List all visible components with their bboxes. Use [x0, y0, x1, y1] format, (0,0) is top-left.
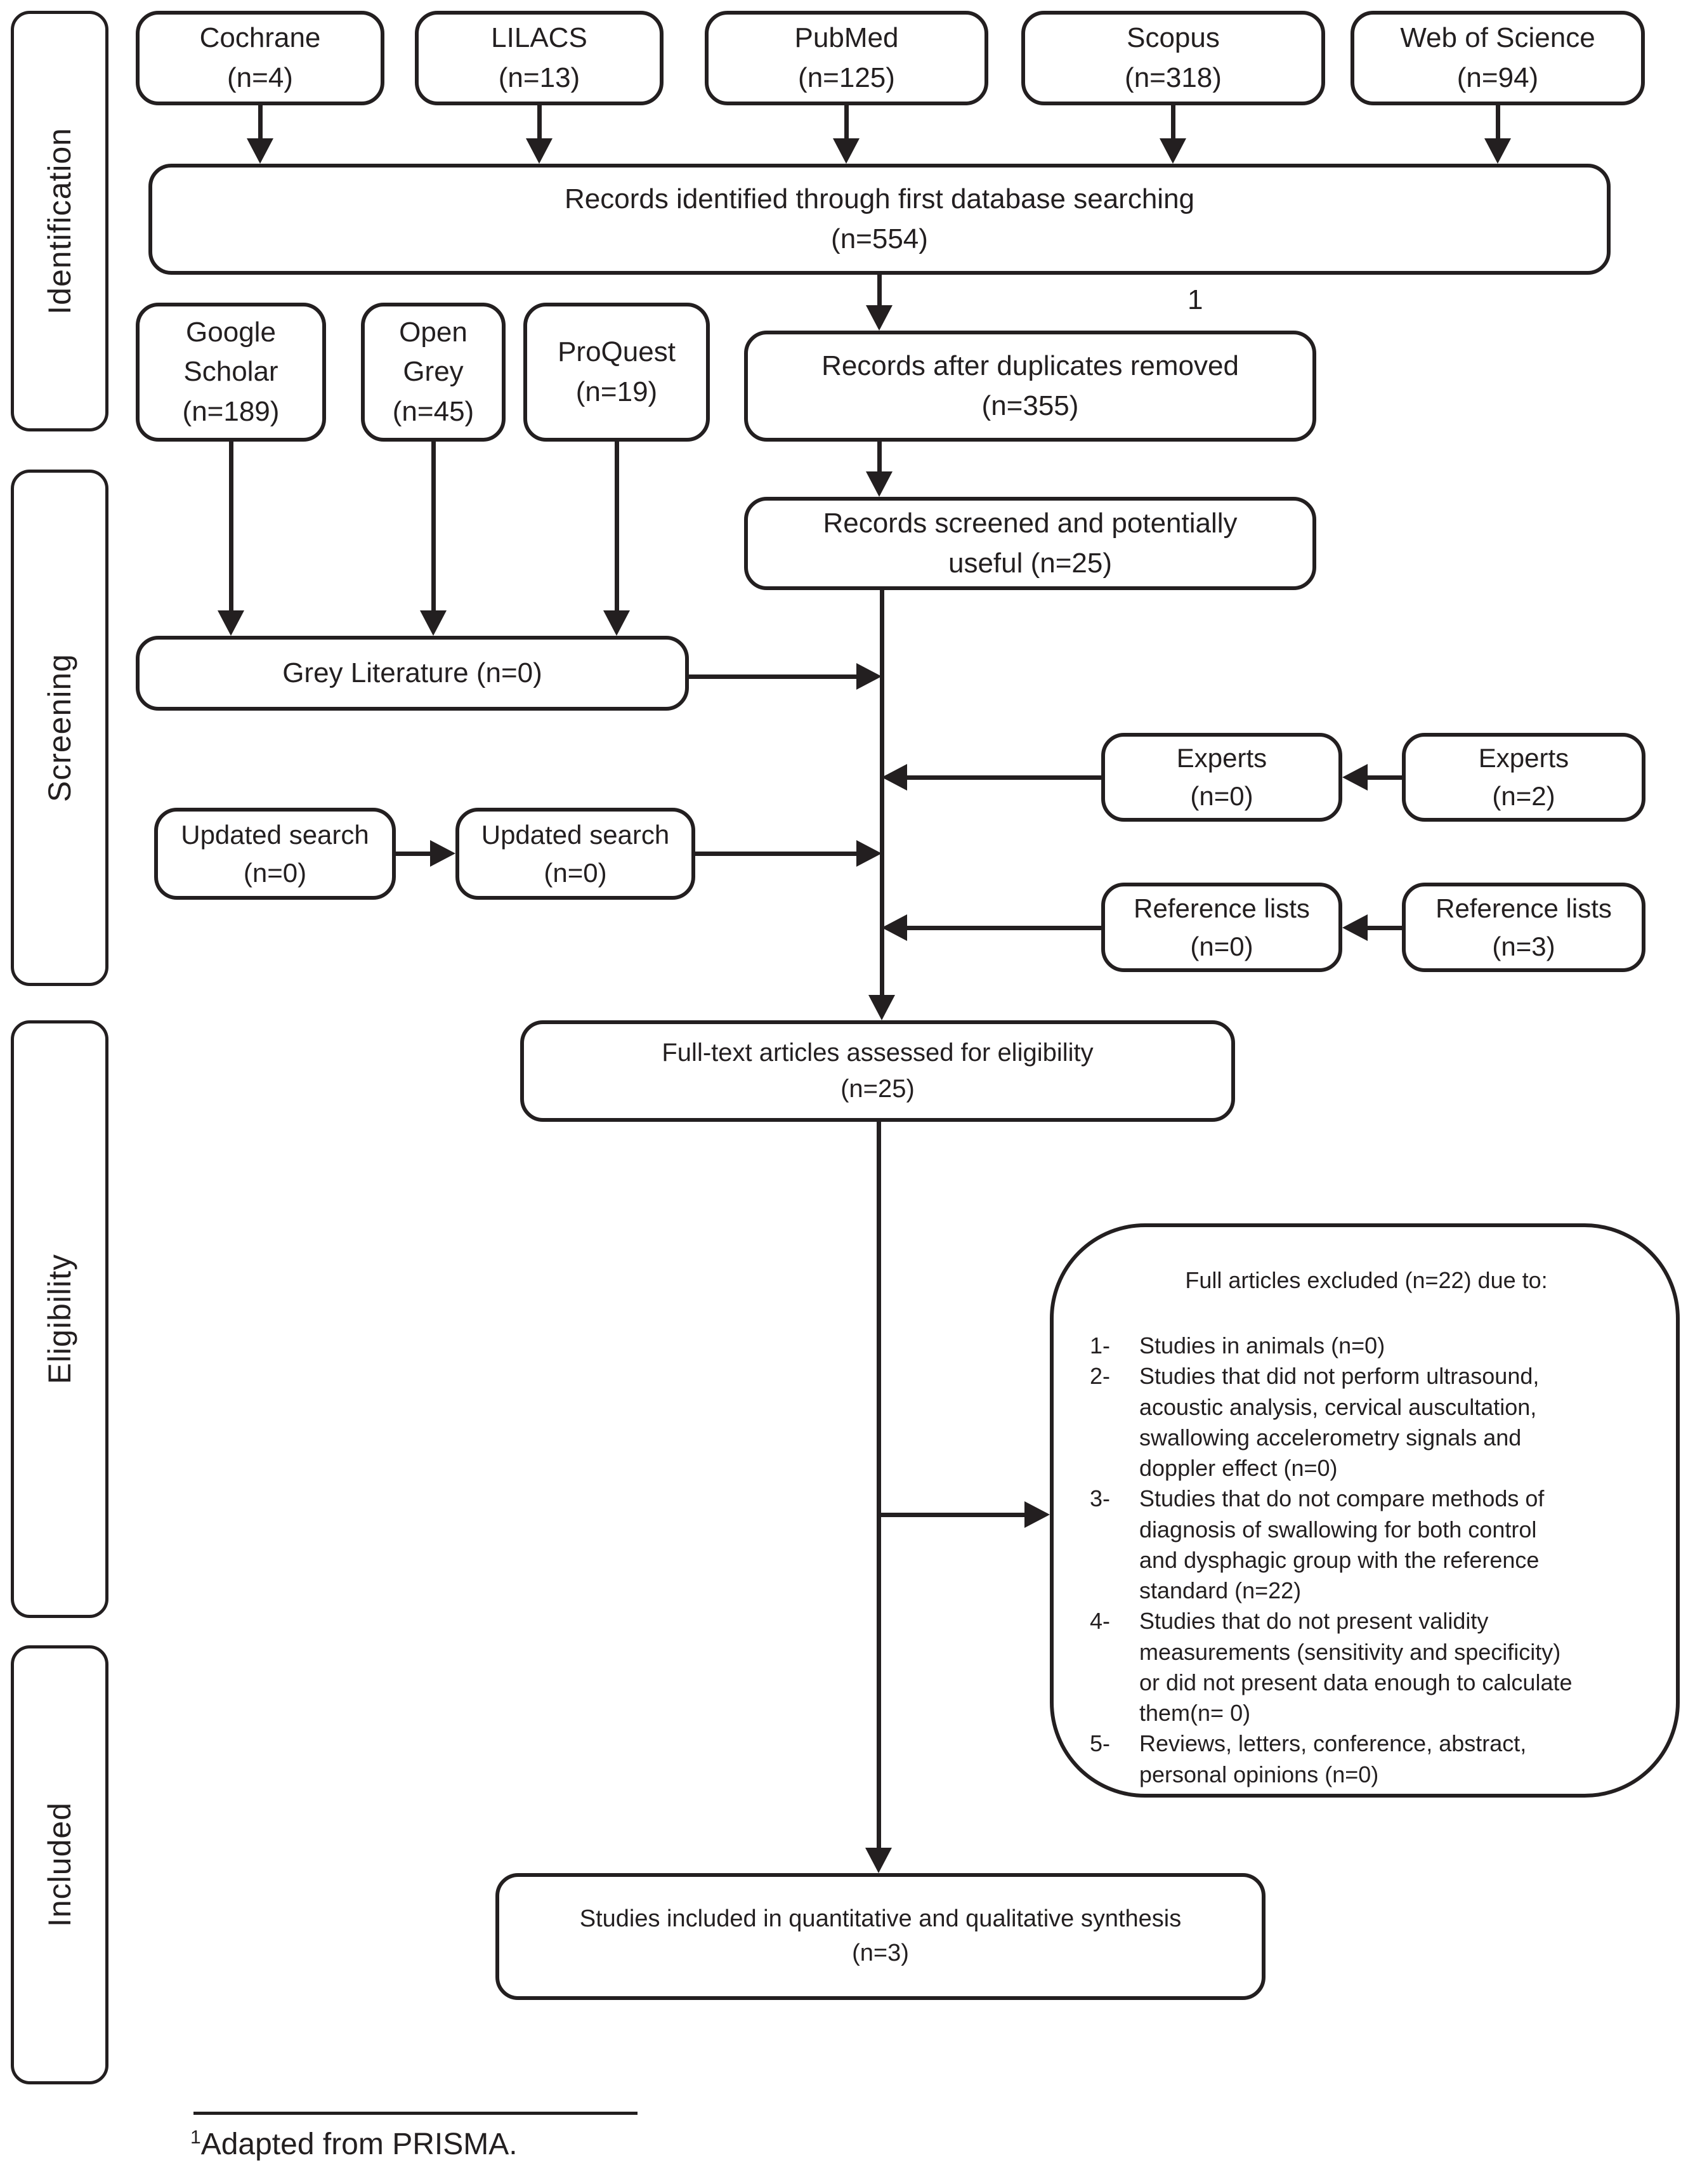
box-grey-literature: Grey Literature (n=0) [136, 636, 689, 711]
arrow-proquest-to-greylit [615, 442, 619, 613]
excluded-item-1-text: Studies in animals (n=0) [1139, 1332, 1385, 1359]
excluded-item-1: 1- Studies in animals (n=0) [1082, 1331, 1651, 1361]
arrow-duplicates-to-screened [877, 442, 882, 474]
arrowhead-reflists-outer-to-inner [1342, 914, 1368, 941]
arrow-scopus-to-identified [1171, 105, 1175, 142]
arrowhead-cochrane-to-identified [247, 138, 273, 164]
excluded-item-3: 3- Studies that do not compare methods o… [1082, 1483, 1651, 1606]
stage-eligibility: Eligibility [11, 1020, 108, 1618]
arrowhead-google-scholar-to-greylit [218, 610, 244, 636]
box-fulltext-assessed: Full-text articles assessed for eligibil… [520, 1020, 1235, 1122]
duplicates-superscript: 1 [1187, 284, 1203, 315]
excluded-item-4: 4- Studies that do not present validity … [1082, 1606, 1651, 1728]
box-records-identified: Records identified through first databas… [148, 164, 1611, 275]
arrowhead-greylit-to-spine [856, 663, 882, 690]
excluded-item-5-text: Reviews, letters, conference, abstract, … [1139, 1730, 1527, 1787]
arrowhead-open-grey-to-greylit [420, 610, 447, 636]
arrow-updated-left-to-right [396, 852, 430, 856]
excluded-item-5: 5- Reviews, letters, conference, abstrac… [1082, 1728, 1651, 1789]
box-cochrane: Cochrane (n=4) [136, 11, 384, 105]
box-updated-search-right: Updated search (n=0) [455, 808, 695, 900]
excluded-item-1-number: 1- [1090, 1332, 1111, 1359]
arrowhead-lilacs-to-identified [526, 138, 553, 164]
box-google-scholar: Google Scholar (n=189) [136, 303, 326, 442]
spine-fulltext-to-included [877, 1122, 881, 1850]
stage-included: Included [11, 1645, 108, 2084]
arrow-open-grey-to-greylit [431, 442, 436, 613]
excluded-item-4-text: Studies that do not present validity mea… [1139, 1608, 1573, 1727]
arrow-updated-to-spine [695, 852, 856, 856]
arrowhead-proquest-to-greylit [603, 610, 630, 636]
arrow-cochrane-to-identified [258, 105, 263, 142]
excluded-item-2-number: 2- [1090, 1363, 1111, 1390]
box-experts-inner: Experts (n=0) [1101, 733, 1342, 822]
stage-included-label: Included [42, 1802, 77, 1928]
stage-screening: Screening [11, 470, 108, 986]
box-experts-outer: Experts (n=2) [1402, 733, 1645, 822]
excluded-item-4-number: 4- [1090, 1608, 1111, 1635]
box-pubmed: PubMed (n=125) [705, 11, 988, 105]
arrowhead-branch-to-excluded [1024, 1501, 1050, 1528]
arrowhead-spine-to-fulltext [868, 995, 895, 1020]
arrow-reflists-outer-to-inner [1368, 926, 1402, 930]
arrow-wos-to-identified [1496, 105, 1500, 142]
box-duplicates-removed: Records after duplicates removed (n=355) [744, 331, 1316, 442]
arrow-experts-to-spine [907, 775, 1101, 780]
arrowhead-reflists-to-spine [882, 914, 907, 941]
excluded-item-3-number: 3- [1090, 1485, 1111, 1512]
stage-screening-label: Screening [42, 653, 77, 803]
excluded-title: Full articles excluded (n=22) due to: [1185, 1267, 1548, 1293]
arrow-identified-to-duplicates [877, 275, 882, 308]
footnote: 1Adapted from PRISMA. [190, 2127, 518, 2162]
footnote-rule [193, 2112, 638, 2115]
arrowhead-experts-outer-to-inner [1342, 764, 1368, 791]
box-lilacs: LILACS (n=13) [415, 11, 664, 105]
arrowhead-spine-to-included [865, 1848, 892, 1873]
box-proquest: ProQuest (n=19) [523, 303, 710, 442]
box-reference-lists-inner: Reference lists (n=0) [1101, 883, 1342, 972]
arrowhead-identified-to-duplicates [866, 305, 893, 331]
box-studies-included: Studies included in quantitative and qua… [495, 1873, 1266, 2000]
arrow-lilacs-to-identified [537, 105, 542, 142]
footnote-superscript: 1 [190, 2127, 201, 2148]
box-web-of-science: Web of Science (n=94) [1351, 11, 1645, 105]
excluded-item-2: 2- Studies that did not perform ultrasou… [1082, 1361, 1651, 1483]
arrowhead-wos-to-identified [1484, 138, 1511, 164]
arrow-pubmed-to-identified [844, 105, 849, 142]
arrowhead-updated-left-to-right [430, 840, 455, 867]
arrow-reflists-to-spine [907, 926, 1101, 930]
arrow-experts-outer-to-inner [1368, 775, 1402, 780]
box-scopus: Scopus (n=318) [1021, 11, 1325, 105]
arrow-google-scholar-to-greylit [229, 442, 233, 613]
arrowhead-experts-to-spine [882, 764, 907, 791]
stage-identification: Identification [11, 11, 108, 431]
arrow-branch-to-excluded [879, 1513, 1024, 1517]
excluded-item-5-number: 5- [1090, 1730, 1111, 1757]
box-records-screened: Records screened and potentially useful … [744, 497, 1316, 590]
arrowhead-scopus-to-identified [1160, 138, 1186, 164]
arrow-greylit-to-spine [689, 674, 859, 679]
arrowhead-updated-to-spine [856, 840, 882, 867]
excluded-item-3-text: Studies that do not compare methods of d… [1139, 1485, 1545, 1604]
arrowhead-pubmed-to-identified [833, 138, 860, 164]
excluded-item-2-text: Studies that did not perform ultrasound,… [1139, 1363, 1540, 1482]
arrowhead-duplicates-to-screened [866, 471, 893, 497]
box-open-grey: Open Grey (n=45) [361, 303, 506, 442]
stage-identification-label: Identification [42, 128, 77, 315]
spine-screened-to-fulltext [880, 590, 884, 997]
box-updated-search-left: Updated search (n=0) [154, 808, 396, 900]
box-reference-lists-outer: Reference lists (n=3) [1402, 883, 1645, 972]
footnote-text: Adapted from PRISMA. [200, 2128, 518, 2161]
stage-eligibility-label: Eligibility [42, 1254, 77, 1385]
box-full-articles-excluded: Full articles excluded (n=22) due to: 1-… [1050, 1223, 1680, 1798]
